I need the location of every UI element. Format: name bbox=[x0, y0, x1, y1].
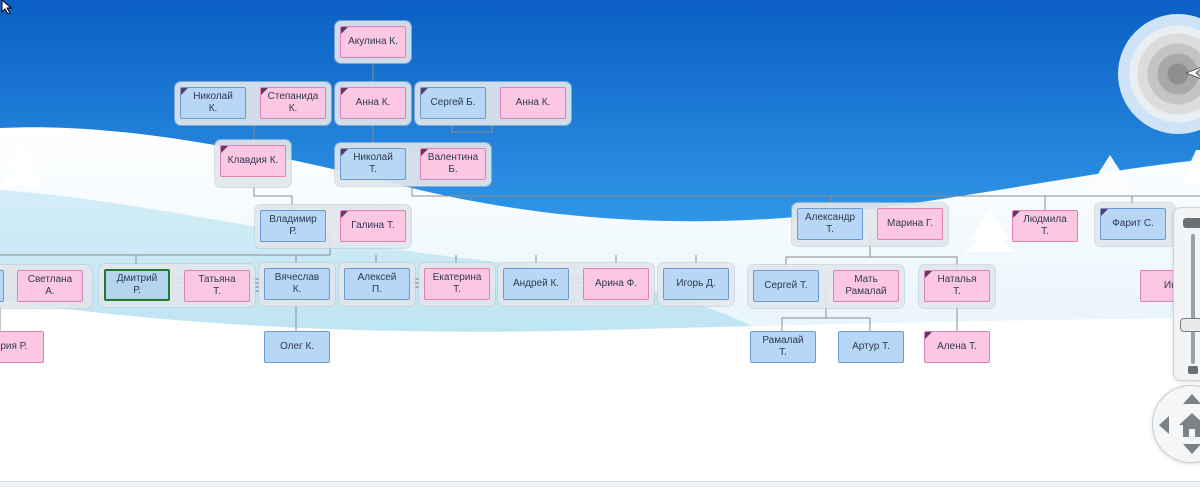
person-name: Игорь Д. bbox=[676, 278, 716, 289]
person-name: Светлана А. bbox=[27, 274, 73, 297]
person-name: Николай Т. bbox=[353, 152, 393, 175]
person-name: Николай К. bbox=[193, 91, 233, 114]
person-card-galina[interactable]: Галина Т. bbox=[340, 210, 406, 242]
person-name: Анна К. bbox=[515, 97, 551, 108]
person-name: Екатерина Т. bbox=[432, 272, 482, 295]
person-name: Андрей К. bbox=[512, 278, 560, 289]
person-card-arina[interactable]: Арина Ф. bbox=[583, 268, 649, 300]
person-card-natalya[interactable]: Наталья Т. bbox=[924, 270, 990, 302]
person-card-anna-k2[interactable]: Анна К. bbox=[500, 87, 566, 119]
info-flag-icon bbox=[421, 88, 428, 95]
person-name: Владимир Р. bbox=[269, 214, 317, 237]
info-flag-icon bbox=[341, 149, 348, 156]
info-flag-icon bbox=[181, 88, 188, 95]
info-flag-icon bbox=[261, 88, 268, 95]
home-icon[interactable] bbox=[1177, 410, 1200, 440]
person-name: Арина Ф. bbox=[594, 278, 638, 289]
person-card-mat-ramalay[interactable]: Мать Рамалай bbox=[833, 270, 899, 302]
zoom-in-button[interactable] bbox=[1183, 218, 1200, 228]
person-card-nikolay-k[interactable]: Николай К. bbox=[180, 87, 246, 119]
person-card-alena[interactable]: Алена Т. bbox=[924, 331, 990, 363]
zoom-track[interactable] bbox=[1191, 234, 1195, 364]
person-card-vyacheslav[interactable]: Вячеслав К. bbox=[264, 268, 330, 300]
person-name: Дмитрий Р. bbox=[116, 273, 158, 296]
info-flag-icon bbox=[925, 332, 932, 339]
info-flag-icon bbox=[341, 211, 348, 218]
person-card-p-left-m[interactable] bbox=[0, 270, 4, 302]
person-name: Инн bbox=[1164, 280, 1182, 292]
person-card-svetlana[interactable]: Светлана А. bbox=[17, 270, 83, 302]
person-card-mariya[interactable]: ария Р. bbox=[0, 331, 44, 363]
person-name: Анна К. bbox=[355, 97, 391, 108]
person-card-vladimir[interactable]: Владимир Р. bbox=[260, 210, 326, 242]
status-bar bbox=[0, 481, 1200, 487]
person-card-aleksey[interactable]: Алексей П. bbox=[344, 268, 410, 300]
info-flag-icon bbox=[1013, 211, 1020, 218]
person-card-marina[interactable]: Марина Г. bbox=[877, 208, 943, 240]
person-name: Фарит С. bbox=[1112, 218, 1154, 229]
person-name: Сергей Т. bbox=[764, 280, 808, 291]
person-name: Рамалай Т. bbox=[762, 335, 804, 358]
info-flag-icon bbox=[421, 149, 428, 156]
compass-needle-icon bbox=[1186, 67, 1200, 79]
person-name: Олег К. bbox=[279, 341, 315, 352]
person-card-farit[interactable]: Фарит С. bbox=[1100, 208, 1166, 240]
person-card-lyudmila[interactable]: Людмила Т. bbox=[1012, 210, 1078, 242]
person-name: Людмила Т. bbox=[1023, 214, 1067, 237]
person-name: Степанида К. bbox=[267, 91, 319, 114]
person-card-sergey-t[interactable]: Сергей Т. bbox=[753, 270, 819, 302]
person-card-sergey-b[interactable]: Сергей Б. bbox=[420, 87, 486, 119]
person-name: Артур Т. bbox=[852, 341, 890, 352]
person-name: Клавдия К. bbox=[227, 155, 279, 166]
person-name: Мать Рамалай bbox=[845, 274, 887, 297]
person-card-aleksandr[interactable]: Александр Т. bbox=[797, 208, 863, 240]
person-card-stepanida[interactable]: Степанида К. bbox=[260, 87, 326, 119]
person-name: Сергей Б. bbox=[430, 97, 476, 108]
person-card-ekaterina[interactable]: Екатерина Т. bbox=[424, 268, 490, 300]
person-name: Алена Т. bbox=[937, 341, 977, 352]
person-name: Татьяна Т. bbox=[198, 274, 236, 297]
person-name: Валентина Б. bbox=[427, 152, 479, 175]
arrow-up-icon[interactable] bbox=[1183, 394, 1200, 404]
person-card-andrey[interactable]: Андрей К. bbox=[503, 268, 569, 300]
info-flag-icon bbox=[221, 146, 228, 153]
person-name: Алексей П. bbox=[357, 272, 397, 295]
info-flag-icon bbox=[341, 88, 348, 95]
info-flag-icon bbox=[341, 27, 348, 34]
person-card-akulina[interactable]: Акулина К. bbox=[340, 26, 406, 58]
info-flag-icon bbox=[925, 271, 932, 278]
person-card-anna-k1[interactable]: Анна К. bbox=[340, 87, 406, 119]
person-card-klavdiya[interactable]: Клавдия К. bbox=[220, 145, 286, 177]
arrow-left-icon[interactable] bbox=[1159, 416, 1169, 434]
person-name: ария Р. bbox=[0, 341, 28, 352]
person-name: Марина Г. bbox=[887, 218, 933, 229]
person-card-dmitriy[interactable]: Дмитрий Р. bbox=[104, 269, 170, 301]
person-name: Галина Т. bbox=[351, 220, 395, 231]
mouse-cursor-icon bbox=[1, 0, 13, 14]
person-card-nikolay-t[interactable]: Николай Т. bbox=[340, 148, 406, 180]
person-name: Акулина К. bbox=[348, 36, 398, 47]
person-name: Наталья Т. bbox=[937, 274, 977, 297]
person-name: Вячеслав К. bbox=[274, 272, 320, 295]
person-card-igor[interactable]: Игорь Д. bbox=[663, 268, 729, 300]
person-card-oleg[interactable]: Олег К. bbox=[264, 331, 330, 363]
zoom-out-button[interactable] bbox=[1188, 366, 1198, 374]
arrow-down-icon[interactable] bbox=[1183, 444, 1200, 454]
zoom-handle[interactable] bbox=[1180, 317, 1200, 332]
person-card-valentina[interactable]: Валентина Б. bbox=[420, 148, 486, 180]
person-name: Александр Т. bbox=[804, 212, 856, 235]
zoom-slider[interactable] bbox=[1173, 207, 1200, 381]
person-card-tatyana[interactable]: Татьяна Т. bbox=[184, 270, 250, 302]
person-card-artur[interactable]: Артур Т. bbox=[838, 331, 904, 363]
info-flag-icon bbox=[1101, 209, 1108, 216]
person-card-ramalay[interactable]: Рамалай Т. bbox=[750, 331, 816, 363]
